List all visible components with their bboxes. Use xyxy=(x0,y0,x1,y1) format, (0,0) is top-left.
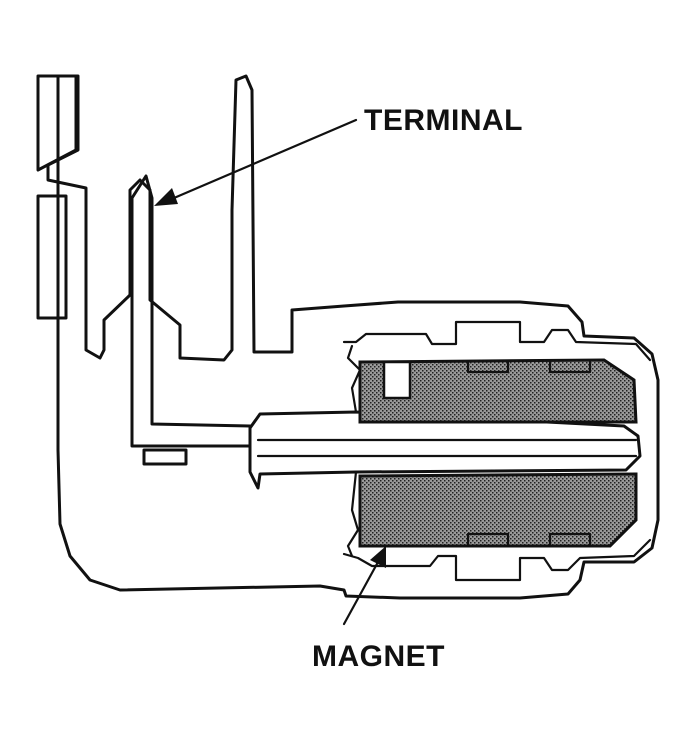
magnet-lower xyxy=(358,472,638,548)
housing-outline xyxy=(46,74,660,600)
inner-housing-upper xyxy=(342,320,652,362)
magnet-label: MAGNET xyxy=(312,640,445,673)
core-shaft xyxy=(248,410,642,490)
inner-housing-upper-left xyxy=(346,344,362,414)
terminal-label: TERMINAL xyxy=(364,104,523,137)
magnet-leader-arrow xyxy=(342,546,386,626)
magnet-upper xyxy=(358,358,638,424)
terminal-pin xyxy=(130,174,252,466)
terminal-leader-arrow xyxy=(154,118,358,206)
inner-housing-lower-left xyxy=(346,470,360,558)
inner-housing-lower xyxy=(342,538,652,582)
